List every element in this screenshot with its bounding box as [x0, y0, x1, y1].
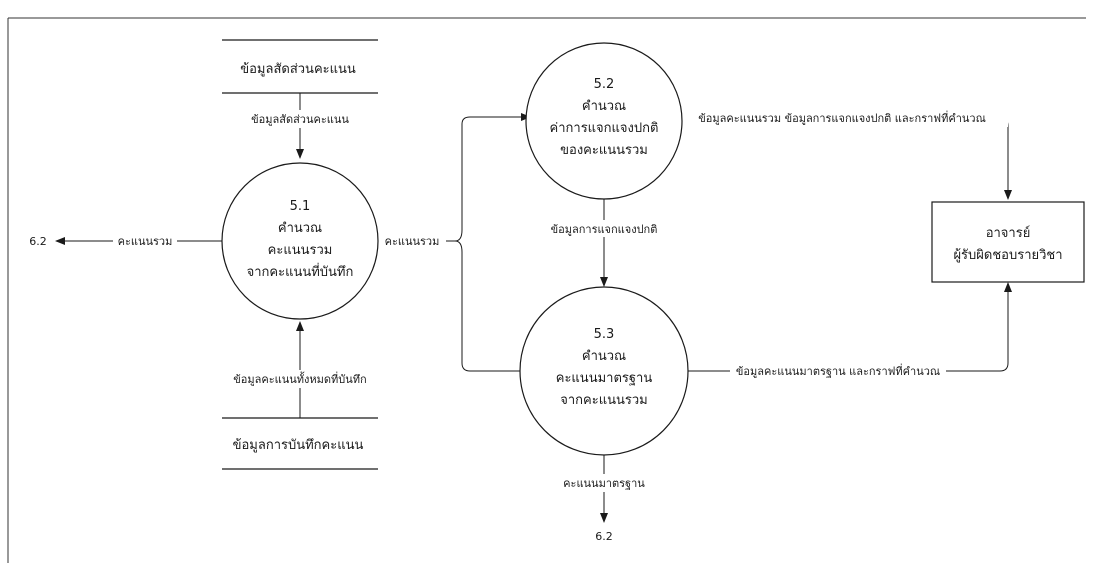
process-5-1-line2: คะแนนรวม	[268, 243, 333, 258]
data-store-ratio-label: ข้อมูลสัดส่วนคะแนน	[240, 62, 356, 77]
process-5-3-line1: คำนวณ	[582, 349, 626, 364]
flow-ratio-to-5-1: ข้อมูลสัดส่วนคะแนน	[228, 93, 372, 159]
flow-5-3-to-6-2: คะแนนมาตรฐาน 6.2	[556, 455, 652, 543]
data-store-ratio: ข้อมูลสัดส่วนคะแนน	[222, 39, 378, 94]
process-5-2-line1: คำนวณ	[582, 99, 626, 114]
flow-label: คะแนนมาตรฐาน	[563, 477, 645, 490]
process-5-2: 5.2 คำนวณ ค่าการแจกแจงปกติ ของคะแนนรวม	[525, 42, 683, 200]
flow-records-to-5-1: ข้อมูลคะแนนทั้งหมดที่บันทึก	[222, 321, 378, 418]
process-5-1: 5.1 คำนวณ คะแนนรวม จากคะแนนที่บันทึก	[221, 162, 379, 320]
external-entity-instructor: อาจารย์ ผู้รับผิดชอบรายวิชา	[931, 201, 1085, 283]
process-5-3-line3: จากคะแนนรวม	[560, 393, 647, 408]
entity-line1: อาจารย์	[986, 225, 1031, 241]
flow-5-3-to-entity: ข้อมูลคะแนนมาตรฐาน และกราฟที่คำนวณ	[677, 282, 1012, 380]
process-5-1-line1: คำนวณ	[278, 221, 322, 236]
process-5-3-id: 5.3	[594, 327, 615, 342]
flow-5-1-to-6-2: คะแนนรวม 6.2	[29, 232, 222, 249]
flow-label: คะแนนรวม	[118, 235, 173, 248]
flow-label: ข้อมูลคะแนนมาตรฐาน และกราฟที่คำนวณ	[736, 363, 940, 378]
flow-label: ข้อมูลการแจกแจงปกติ	[551, 223, 658, 236]
page-frame	[7, 17, 1086, 563]
process-5-1-id: 5.1	[290, 199, 311, 214]
flow-label: ข้อมูลคะแนนทั้งหมดที่บันทึก	[233, 371, 366, 386]
process-5-1-line3: จากคะแนนที่บันทึก	[247, 263, 354, 280]
flow-5-1-to-5-2-and-5-3: คะแนนรวม	[378, 113, 531, 375]
entity-line2: ผู้รับผิดชอบรายวิชา	[953, 248, 1062, 263]
flow-label: คะแนนรวม	[385, 235, 440, 248]
process-5-2-line3: ของคะแนนรวม	[560, 143, 648, 158]
flow-label: ข้อมูลสัดส่วนคะแนน	[251, 113, 349, 126]
process-5-2-id: 5.2	[594, 77, 615, 92]
flow-5-2-to-entity: ข้อมูลคะแนนรวม ข้อมูลการแจกแจงปกติ และกร…	[676, 109, 1012, 200]
process-5-3: 5.3 คำนวณ คะแนนมาตรฐาน จากคะแนนรวม	[519, 286, 689, 456]
flow-label: ข้อมูลคะแนนรวม ข้อมูลการแจกแจงปกติ และกร…	[698, 110, 986, 125]
flow-5-2-to-5-3: ข้อมูลการแจกแจงปกติ	[532, 199, 676, 287]
ref-6-2-left: 6.2	[29, 235, 47, 248]
data-store-records-label: ข้อมูลการบันทึกคะแนน	[233, 438, 364, 453]
process-5-3-line2: คะแนนมาตรฐาน	[556, 371, 653, 386]
ref-6-2-bottom: 6.2	[595, 530, 613, 543]
process-5-2-line2: ค่าการแจกแจงปกติ	[550, 121, 659, 136]
data-store-records: ข้อมูลการบันทึกคะแนน	[222, 417, 378, 470]
